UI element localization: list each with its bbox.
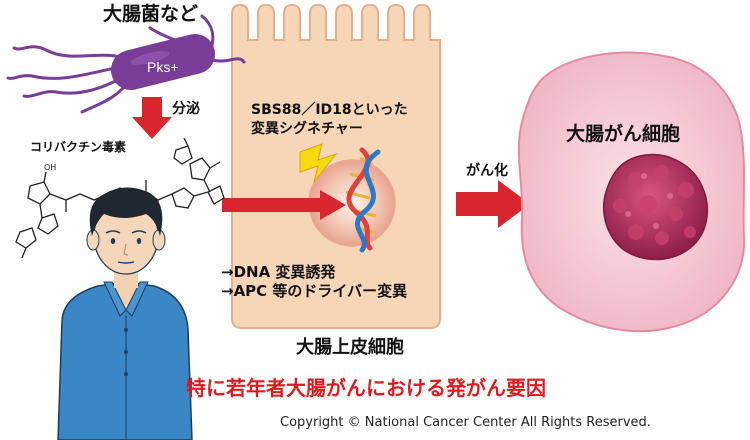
epithelial-cell (231, 3, 441, 329)
cancer-cell-label: 大腸がん細胞 (566, 123, 681, 145)
toxin-label: コリバクチン毒素 (30, 140, 127, 154)
canceration-label: がん化 (466, 163, 508, 179)
dna-helix-icon (345, 147, 381, 253)
lightning-icon (299, 143, 338, 183)
canceration-arrow (456, 180, 530, 228)
epithelial-cell-label: 大腸上皮細胞 (296, 337, 404, 358)
person-icon (57, 187, 193, 440)
caption: 特に若年者大腸がんにおける発がん要因 (186, 376, 546, 400)
signature-label-line2: 変異シグネチャー (251, 121, 363, 137)
svg-text:OH: OH (44, 163, 56, 172)
driver-mutation-label: →APC 等のドライバー変異 (221, 282, 408, 300)
bacteria-label: 大腸菌など (103, 3, 199, 25)
pks-label: Pks+ (147, 59, 179, 75)
dna-mutation-label: →DNA 変異誘発 (221, 263, 336, 281)
bacterium-icon (6, 14, 246, 114)
secretion-arrow (132, 97, 172, 139)
tumor-nucleus (603, 153, 709, 261)
toxin-to-cell-arrow (222, 190, 346, 220)
secretion-label: 分泌 (172, 101, 200, 117)
copyright: Copyright © National Cancer Center All R… (280, 415, 651, 430)
signature-label-line1: SBS88／ID18といった (251, 102, 408, 118)
